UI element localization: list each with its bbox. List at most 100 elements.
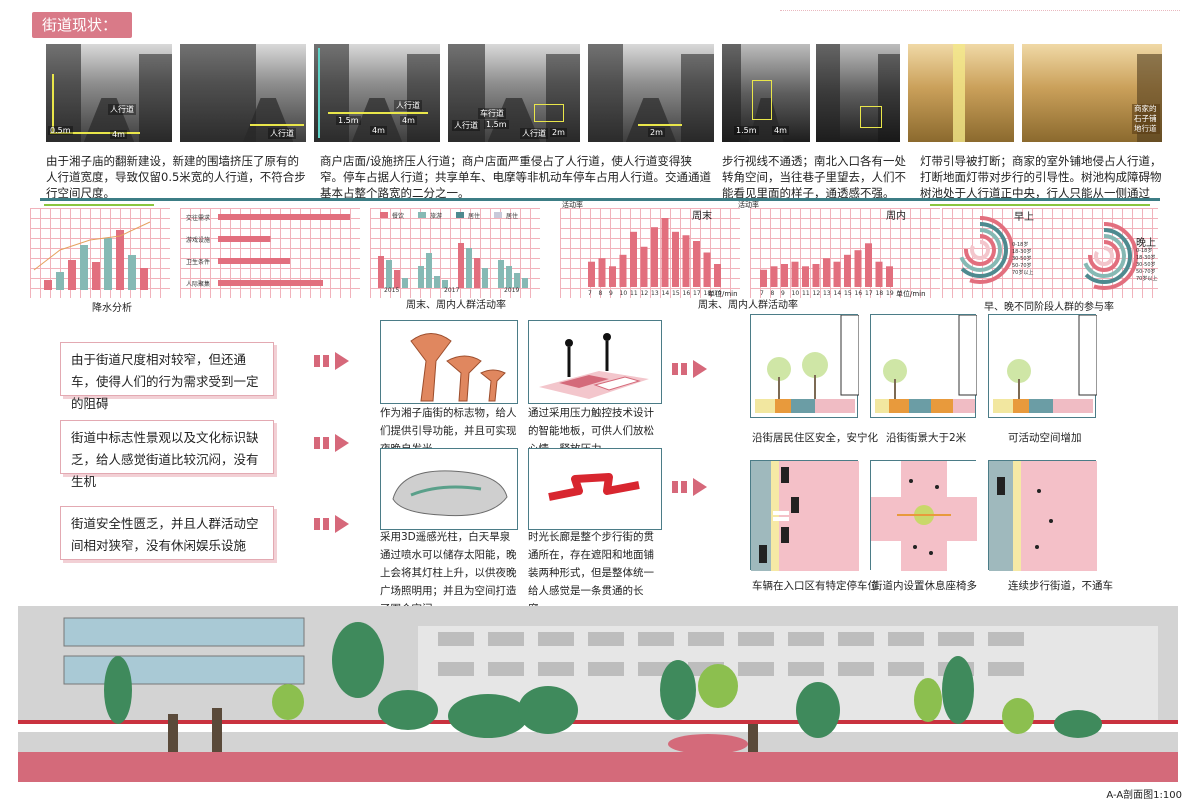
weekday-bar: [865, 243, 872, 287]
section-caption-3: 可活动空间增加: [1008, 432, 1082, 444]
street-photo-7: [816, 44, 900, 142]
weekend-tick: 16: [683, 290, 691, 297]
morning-ring: [958, 228, 1002, 272]
street-photo-6: 1.5m 4m: [722, 44, 810, 142]
weekend-tick: 7: [588, 290, 592, 297]
weekend-tick: 14: [662, 290, 670, 297]
year-bar: [402, 278, 408, 288]
legend-swatch: [456, 212, 464, 218]
factor-label: 人际聚集: [186, 280, 210, 288]
factor-label: 卫生条件: [186, 258, 210, 266]
weekday-tick: 11: [802, 290, 810, 297]
weekend-bar: [672, 231, 679, 287]
factor-label: 游戏设施: [186, 236, 210, 244]
evening-ring: [1076, 228, 1132, 284]
chart-title-precip: 降水分析: [92, 303, 132, 314]
weekday-bar: [854, 250, 862, 287]
weekday-tick: 9: [781, 290, 785, 297]
weekend-tick: 11: [630, 290, 638, 297]
smart-floor-illustration: [528, 320, 662, 404]
weekend-tick: 10: [620, 290, 628, 297]
weekday-bar: [781, 264, 788, 287]
morning-ring: [964, 234, 996, 266]
morning-ring: [946, 216, 1014, 284]
weekday-tick: 17: [865, 290, 873, 297]
chart-sub-weekend: 活动率: [562, 201, 583, 209]
weekday-tick: 19: [886, 290, 894, 297]
ring-legend: 70岁以上: [1136, 275, 1157, 282]
problem-box-3: 街道安全性匮乏，并且人群活动空间相对狭窄，没有休闲娱乐设施: [60, 506, 274, 560]
section-caption-1: 沿街居民住区安全，安宁化: [752, 432, 878, 444]
year-bar: [514, 273, 520, 288]
precip-bar: [128, 255, 136, 290]
weekday-tick: 15: [844, 290, 852, 297]
ring-legend: 30-50岁: [1012, 255, 1032, 262]
weekday-bar: [802, 266, 809, 287]
arrow-icon: [314, 434, 349, 452]
year-bar: [458, 243, 464, 288]
weekend-bar: [682, 235, 690, 287]
factor-bar: [218, 258, 290, 264]
precip-bar: [92, 262, 100, 290]
precip-bar: [116, 230, 124, 290]
weekday-tick: 16: [855, 290, 863, 297]
weekend-bar: [588, 261, 595, 287]
ring-legend: 18-30岁: [1136, 254, 1156, 261]
chart-caption-activity: 周末、周内人群活动率: [698, 300, 798, 311]
weekday-tick: 12: [813, 290, 821, 297]
ring-legend: 50-70岁: [1136, 268, 1156, 275]
problem-box-1: 由于街道尺度相对较窄，但还通车，使得人们的行为需求受到一定的阻碍: [60, 342, 274, 411]
weekend-bar: [609, 266, 616, 287]
weekday-tick: 10: [792, 290, 800, 297]
year-bar: [466, 248, 472, 288]
legend-label: 旅游: [430, 212, 442, 220]
precip-bar: [140, 268, 148, 290]
factor-bar: [218, 236, 271, 242]
year-bar: [474, 258, 480, 288]
arrow-icon: [314, 515, 349, 533]
legend-label: 餐饮: [392, 212, 404, 220]
desc-wall-compression: 由于湘子庙的翻新建设，新建的围墙挤压了原有的人行道宽度，导致仅留0.5米宽的人行…: [46, 154, 306, 200]
morning-ring: [952, 222, 1008, 278]
weekday-tick: 8: [771, 290, 775, 297]
weekend-tick: 15: [672, 290, 680, 297]
landmark-sculpture-illustration: [380, 320, 518, 404]
weekday-bar: [812, 264, 820, 287]
decorative-dotted-line: [780, 10, 1180, 20]
year-bar: [378, 256, 384, 288]
desc-light-strip: 灯带引导被打断；商家的室外铺地侵占人行道，打断地面灯带对步行的引导性。树池构成障…: [920, 154, 1162, 200]
weekend-bar: [693, 241, 700, 287]
plan-caption-3: 连续步行街道，不通车: [1008, 580, 1113, 592]
weekend-bar: [651, 227, 658, 287]
section-building-backdrop: [18, 606, 1178, 724]
ring-legend: 50-70岁: [1012, 262, 1032, 269]
section-ground-band: [18, 752, 1178, 782]
factor-bar: [218, 214, 350, 220]
weekend-tick: 13: [651, 290, 659, 297]
section-card-frontage: [870, 314, 978, 418]
chart-unit-weekend: 单位/min: [708, 290, 738, 298]
weekend-bar: [619, 254, 627, 287]
legend-label: 居住: [506, 212, 518, 220]
weekend-tick: 12: [641, 290, 649, 297]
weekday-bar: [844, 254, 851, 287]
weekday-bar: [875, 261, 883, 287]
plan-caption-2: 街道内设置休息座椅多: [872, 580, 977, 592]
desc-sightline: 步行视线不通透；南北入口各有一处转角空间，当往巷子里望去，人们不能看见里面的样子…: [722, 154, 906, 200]
weekday-bar: [760, 269, 767, 287]
year-label: 2015: [384, 287, 399, 294]
year-label: 2017: [444, 287, 459, 294]
arrow-icon: [314, 352, 349, 370]
chart-sub-weekday: 活动率: [738, 201, 759, 209]
arrow-icon: [672, 360, 707, 378]
precip-bar: [56, 272, 64, 290]
precip-bar: [44, 280, 52, 290]
weekday-tick: 14: [834, 290, 842, 297]
section-caption-2: 沿街街景大于2米: [886, 432, 967, 444]
weekend-bar: [714, 264, 721, 287]
weekend-bar: [630, 231, 637, 287]
factor-label: 交往需求: [186, 214, 210, 222]
problem-box-2: 街道中标志性景观以及文化标识缺乏，给人感觉街道比较沉闷，没有生机: [60, 420, 274, 489]
chart-title-morning: 早上: [1014, 212, 1034, 223]
